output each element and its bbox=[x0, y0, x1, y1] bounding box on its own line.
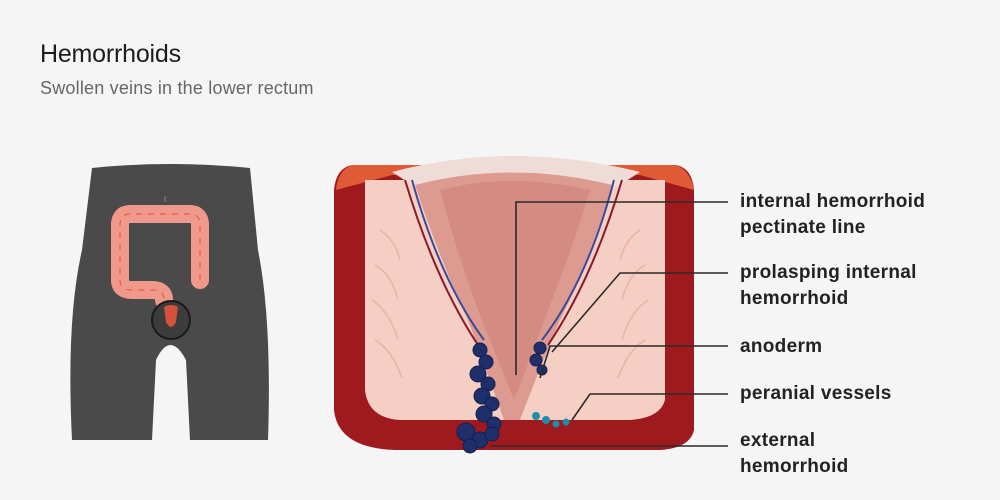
anal-canal-cross-section bbox=[334, 156, 694, 454]
internal-hemorrhoid-cluster bbox=[469, 342, 502, 432]
body-figure bbox=[70, 164, 269, 440]
rectum-icon bbox=[164, 305, 178, 327]
perianal-vessels bbox=[532, 412, 570, 428]
label-anoderm: anoderm bbox=[740, 336, 823, 357]
external-hemorrhoid-cluster bbox=[456, 422, 500, 454]
label-prolasping-internal-hemorrhoid: prolasping internal hemorrhoid bbox=[740, 262, 917, 309]
label-internal-hemorrhoid: internal hemorrhoid pectinate line bbox=[740, 191, 926, 238]
page-subtitle: Swollen veins in the lower rectum bbox=[40, 78, 314, 98]
label-external-hemorrhoid: external hemorrhoid bbox=[740, 430, 849, 477]
leader-lines bbox=[490, 201, 728, 447]
label-peranial-vessels: peranial vessels bbox=[740, 383, 892, 404]
navel bbox=[163, 195, 167, 203]
page-title: Hemorrhoids bbox=[40, 40, 181, 68]
colon-icon bbox=[111, 205, 209, 309]
